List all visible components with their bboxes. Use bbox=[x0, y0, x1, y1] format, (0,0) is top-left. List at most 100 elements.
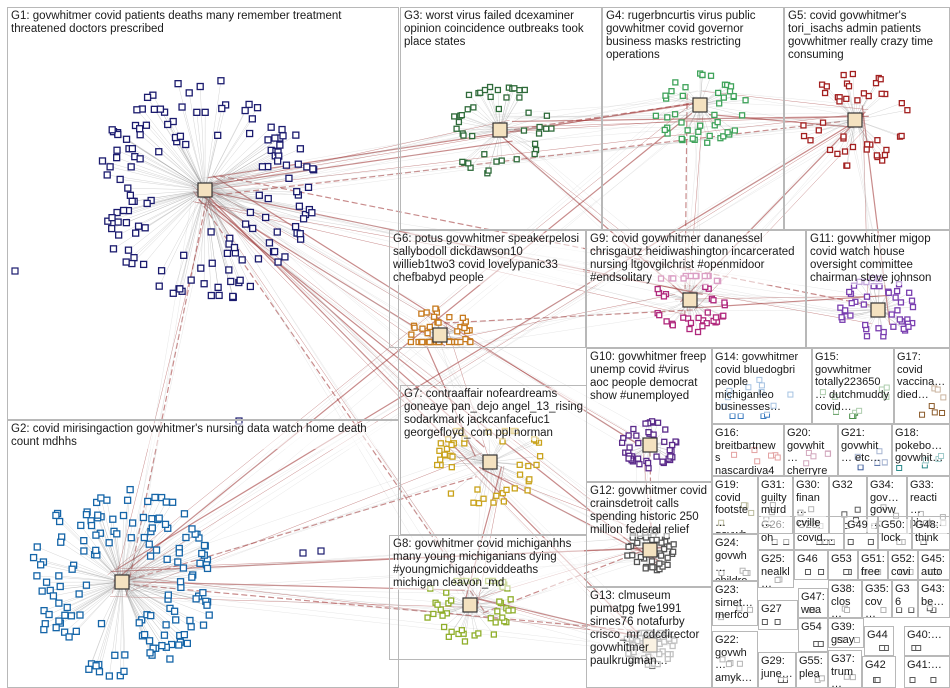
node-g3 bbox=[487, 93, 494, 101]
node-g1 bbox=[267, 123, 275, 131]
edge-g1 bbox=[204, 189, 304, 219]
edge-g1 bbox=[204, 189, 230, 245]
node-g1 bbox=[180, 251, 188, 259]
node-g2 bbox=[119, 511, 128, 520]
group-box-g21: G21: govwhit… etc… bbox=[838, 424, 892, 476]
edge-g2 bbox=[95, 535, 123, 583]
edge-G1-G12 bbox=[210, 180, 661, 560]
node-g9 bbox=[687, 319, 695, 327]
edge-G2-G13 bbox=[115, 574, 638, 636]
edge-g5 bbox=[803, 119, 856, 137]
hub-node-g7 bbox=[482, 454, 498, 470]
group-label-g42: G42 bbox=[865, 659, 893, 672]
edge-g1 bbox=[204, 189, 275, 252]
edge-G4-G5 bbox=[702, 90, 851, 116]
edge-g2 bbox=[121, 528, 168, 583]
node-g4 bbox=[678, 135, 685, 143]
node-g2 bbox=[45, 610, 53, 619]
node-g11 bbox=[863, 333, 871, 340]
node-g7 bbox=[511, 485, 518, 492]
edge-g7 bbox=[437, 461, 491, 466]
node-g2 bbox=[148, 524, 156, 532]
node-g2 bbox=[135, 619, 143, 627]
node-g1 bbox=[291, 222, 300, 231]
group-box-g15: G15: govwhitmer totally223650… dutchmudd… bbox=[812, 348, 894, 424]
node-g10 bbox=[659, 458, 666, 465]
edge-g1 bbox=[204, 155, 276, 191]
node-g2 bbox=[146, 552, 155, 560]
edge-G2-G8 bbox=[130, 577, 476, 606]
group-box-g18: G18: pokebo… govwhit… bbox=[892, 424, 950, 476]
node-g9 bbox=[720, 312, 727, 319]
node-g1 bbox=[114, 218, 122, 226]
group-label-g47: G47: wea… bbox=[801, 591, 825, 617]
node-g5 bbox=[840, 133, 847, 140]
group-box-g42: G42 bbox=[862, 656, 896, 688]
node-g11 bbox=[893, 287, 901, 295]
group-box-g37: G37: trum… bbox=[828, 650, 862, 688]
node-g5 bbox=[860, 90, 868, 97]
node-g11 bbox=[892, 294, 899, 301]
node-g2 bbox=[160, 631, 169, 639]
node-g44 bbox=[879, 645, 886, 651]
edge-g2 bbox=[121, 581, 169, 596]
node-g8 bbox=[430, 610, 437, 618]
edge-G1-G3 bbox=[198, 140, 513, 187]
edge-g1 bbox=[204, 155, 279, 191]
node-g1 bbox=[281, 253, 289, 261]
node-g10 bbox=[661, 438, 668, 445]
node-g7 bbox=[503, 486, 510, 494]
hub-node-g8 bbox=[462, 597, 478, 613]
node-g2 bbox=[175, 641, 183, 649]
node-g6 bbox=[426, 323, 433, 331]
node-g3 bbox=[455, 118, 463, 126]
edge-g5 bbox=[854, 109, 908, 121]
node-g5 bbox=[849, 143, 857, 151]
group-box-g44: G44 bbox=[864, 626, 894, 656]
node-g9 bbox=[712, 314, 720, 321]
node-g1 bbox=[207, 291, 215, 300]
node-g7 bbox=[536, 453, 544, 460]
node-g2 bbox=[182, 533, 190, 542]
edge-g1 bbox=[179, 189, 206, 289]
node-g1 bbox=[246, 282, 254, 291]
group-box-g38: G38: clos… bbox=[828, 580, 862, 618]
group-label-g8: G8: govwhitmer covid michiganhhs many yo… bbox=[393, 538, 584, 590]
node-g1 bbox=[174, 80, 182, 88]
node-g2 bbox=[180, 630, 189, 639]
node-g2 bbox=[68, 565, 76, 573]
edge-g2 bbox=[48, 581, 123, 615]
node-g2 bbox=[146, 649, 154, 657]
node-g1 bbox=[124, 246, 133, 254]
node-g14 bbox=[729, 413, 736, 419]
node-g7 bbox=[441, 451, 448, 458]
node-g2 bbox=[72, 627, 80, 636]
node-g42 bbox=[874, 677, 881, 683]
node-g1 bbox=[122, 258, 130, 266]
edge-g1 bbox=[204, 151, 277, 191]
node-g21 bbox=[857, 464, 864, 471]
group-label-g50: G50: lock… bbox=[881, 519, 909, 549]
edge-g1 bbox=[154, 109, 206, 191]
node-g2 bbox=[145, 540, 153, 548]
node-g8 bbox=[492, 619, 499, 626]
node-g7 bbox=[447, 490, 455, 497]
node-g2 bbox=[97, 619, 106, 628]
node-g6 bbox=[454, 328, 461, 335]
node-g7 bbox=[436, 447, 443, 454]
node-g10 bbox=[625, 432, 632, 439]
node-g8 bbox=[448, 628, 455, 635]
node-g2 bbox=[205, 611, 213, 619]
edge-g1 bbox=[126, 139, 206, 191]
node-g3 bbox=[460, 132, 467, 139]
node-g1 bbox=[103, 171, 111, 179]
node-g41 bbox=[909, 677, 916, 683]
node-g8 bbox=[461, 638, 469, 645]
edge-g1 bbox=[204, 189, 219, 288]
node-g6 bbox=[419, 325, 426, 332]
edge-g1 bbox=[204, 133, 250, 191]
node-g7 bbox=[437, 456, 444, 463]
group-box-g46: G46 bbox=[794, 550, 828, 580]
group-box-g13: G13: clmuseum pumatpg fwe1991 sirnes76 n… bbox=[586, 587, 712, 688]
edge-G6-G9 bbox=[430, 299, 690, 341]
